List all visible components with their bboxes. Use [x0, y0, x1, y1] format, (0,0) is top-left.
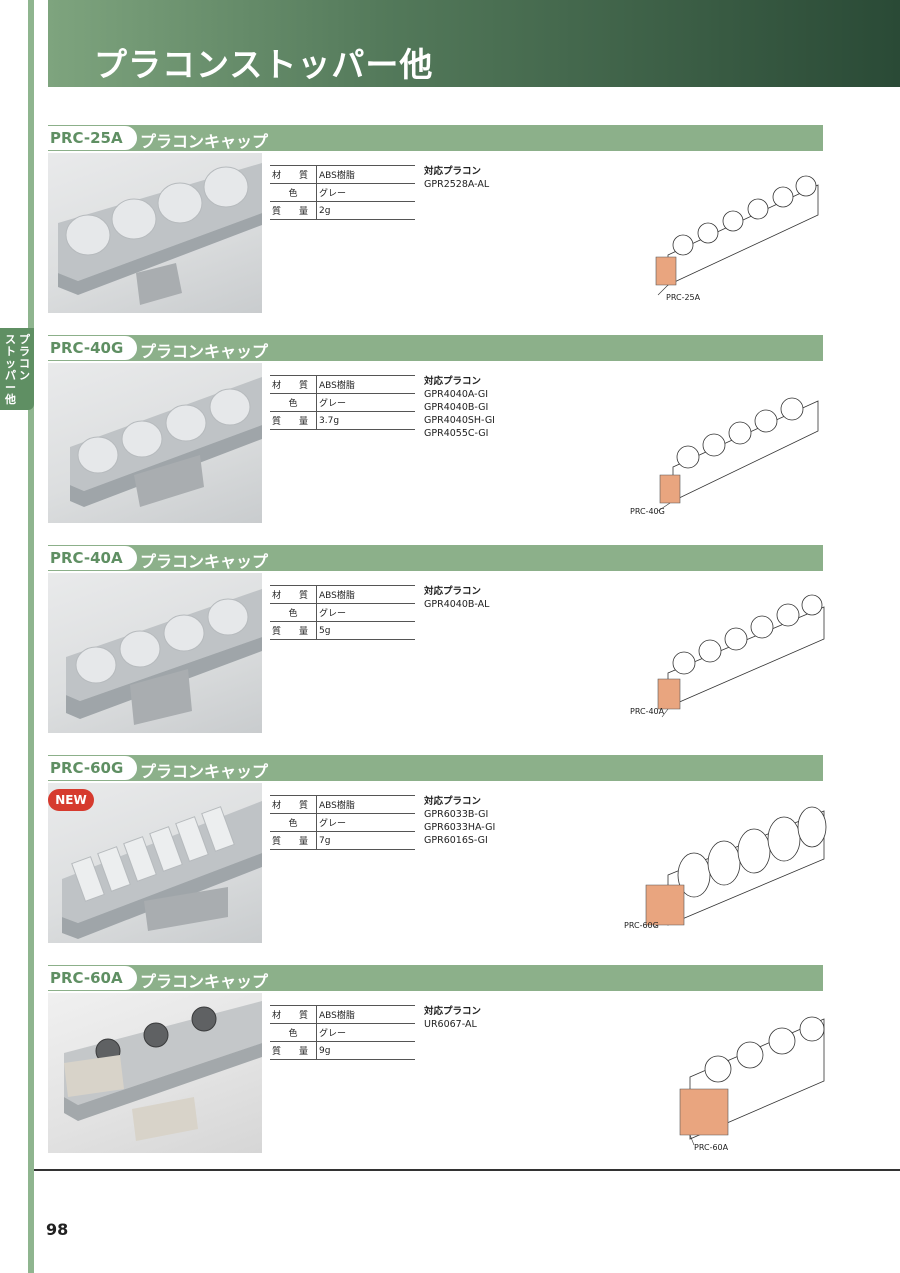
spec-key-material: 材 質 — [272, 801, 309, 811]
compat-list: 対応プラコン GPR4040B-AL — [424, 585, 489, 611]
spec-weight: 7g — [316, 831, 415, 850]
spec-key-material: 材 質 — [272, 591, 309, 601]
product-name: プラコンキャップ — [140, 762, 269, 781]
spec-material: ABS樹脂 — [316, 375, 415, 394]
product-photo — [48, 363, 262, 523]
spec-weight: 2g — [316, 201, 415, 220]
product-photo — [48, 573, 262, 733]
product-photo — [48, 993, 262, 1153]
new-badge: NEW — [48, 789, 94, 811]
compat-item: GPR4040SH-GI — [424, 415, 495, 426]
compat-list: 対応プラコン GPR2528A-AL — [424, 165, 489, 191]
spec-key-weight: 質 量 — [272, 417, 309, 427]
spec-color: グレー — [316, 183, 415, 202]
compat-item: GPR4040A-GI — [424, 389, 489, 400]
product-photo — [48, 153, 262, 313]
compat-item: GPR4040B-GI — [424, 402, 489, 413]
compat-list: 対応プラコン UR6067-AL — [424, 1005, 481, 1031]
product-name: プラコンキャップ — [140, 552, 269, 571]
side-tab-label-2: ストッパー他 — [5, 333, 16, 406]
footer-divider — [34, 1169, 900, 1171]
product-section: PRC-60A プラコンキャップ 材 質 ABS樹脂 色 グレー 質 量 9g 対応プ… — [48, 965, 825, 1165]
product-drawing: PRC-60A — [628, 985, 828, 1155]
product-code: PRC-40G — [48, 336, 138, 360]
product-code: PRC-40A — [48, 546, 137, 570]
spec-key-color: 色 — [288, 819, 298, 829]
spec-material: ABS樹脂 — [316, 795, 415, 814]
spec-color: グレー — [316, 813, 415, 832]
spec-material: ABS樹脂 — [316, 585, 415, 604]
compat-list: 対応プラコン GPR4040A-GI GPR4040B-GI GPR4040SH… — [424, 375, 495, 440]
compat-title: 対応プラコン — [424, 166, 482, 177]
spec-key-color: 色 — [288, 399, 298, 409]
section-bar: PRC-25A プラコンキャップ — [48, 125, 823, 151]
compat-item: GPR6016S-GI — [424, 835, 488, 846]
drawing-label: PRC-25A — [666, 293, 701, 302]
page-header: プラコンストッパー他 — [48, 0, 900, 87]
spec-table: 材 質 ABS樹脂 色 グレー 質 量 3.7g — [270, 375, 415, 430]
section-bar: PRC-40G プラコンキャップ — [48, 335, 823, 361]
product-photo — [48, 783, 262, 943]
compat-title: 対応プラコン — [424, 1006, 482, 1017]
compat-item: GPR2528A-AL — [424, 179, 490, 190]
spec-material: ABS樹脂 — [316, 1005, 415, 1024]
spec-key-material: 材 質 — [272, 1011, 309, 1021]
spec-key-color: 色 — [288, 609, 298, 619]
compat-item: GPR4040B-AL — [424, 599, 490, 610]
side-bar — [28, 0, 34, 1273]
spec-table: 材 質 ABS樹脂 色 グレー 質 量 5g — [270, 585, 415, 640]
section-bar: PRC-40A プラコンキャップ — [48, 545, 823, 571]
product-code: PRC-60G — [48, 756, 138, 780]
spec-table: 材 質 ABS樹脂 色 グレー 質 量 9g — [270, 1005, 415, 1060]
side-tab-label-1: プラコン — [19, 333, 30, 382]
product-section: PRC-60G プラコンキャップ NEW 材 質 ABS樹脂 色 グレー 質 量 7g… — [48, 755, 827, 955]
spec-key-color: 色 — [288, 189, 298, 199]
page-number: 98 — [46, 1220, 69, 1239]
spec-color: グレー — [316, 603, 415, 622]
spec-key-weight: 質 量 — [272, 837, 309, 847]
drawing-label: PRC-40G — [630, 507, 665, 516]
compat-title: 対応プラコン — [424, 376, 482, 387]
compat-list: 対応プラコン GPR6033B-GI GPR6033HA-GI GPR6016S… — [424, 795, 495, 847]
spec-key-weight: 質 量 — [272, 207, 309, 217]
product-name: プラコンキャップ — [140, 972, 269, 991]
product-drawing: PRC-40G — [628, 355, 828, 525]
spec-material: ABS樹脂 — [316, 165, 415, 184]
compat-title: 対応プラコン — [424, 796, 482, 807]
compat-item: GPR6033HA-GI — [424, 822, 496, 833]
product-section: PRC-25A プラコンキャップ 材 質 ABS樹脂 色 グレー 質 量 2g 対応プ… — [48, 125, 823, 325]
product-drawing: PRC-60G — [624, 775, 828, 945]
spec-weight: 5g — [316, 621, 415, 640]
drawing-label: PRC-60A — [694, 1143, 729, 1152]
product-section: PRC-40G プラコンキャップ 材 質 ABS樹脂 色 グレー 質 量 3.7g 対… — [48, 335, 823, 535]
compat-item: GPR4055C-GI — [424, 428, 489, 439]
page-title: プラコンストッパー他 — [94, 45, 434, 84]
spec-key-weight: 質 量 — [272, 1047, 309, 1057]
product-drawing: PRC-25A — [628, 145, 828, 315]
compat-title: 対応プラコン — [424, 586, 482, 597]
spec-weight: 3.7g — [316, 411, 415, 430]
product-section: PRC-40A プラコンキャップ 材 質 ABS樹脂 色 グレー 質 量 5g 対応プ… — [48, 545, 825, 745]
spec-color: グレー — [316, 1023, 415, 1042]
product-drawing: PRC-40A — [628, 565, 828, 735]
spec-key-material: 材 質 — [272, 171, 309, 181]
compat-item: UR6067-AL — [424, 1019, 477, 1030]
spec-table: 材 質 ABS樹脂 色 グレー 質 量 7g — [270, 795, 415, 850]
product-name: プラコンキャップ — [140, 342, 269, 361]
drawing-label: PRC-60G — [624, 921, 659, 930]
product-code: PRC-60A — [48, 966, 137, 990]
spec-key-color: 色 — [288, 1029, 298, 1039]
section-bar: PRC-60G プラコンキャップ — [48, 755, 823, 781]
compat-item: GPR6033B-GI — [424, 809, 489, 820]
spec-table: 材 質 ABS樹脂 色 グレー 質 量 2g — [270, 165, 415, 220]
product-name: プラコンキャップ — [140, 132, 269, 151]
product-code: PRC-25A — [48, 126, 137, 150]
section-bar: PRC-60A プラコンキャップ — [48, 965, 823, 991]
spec-key-weight: 質 量 — [272, 627, 309, 637]
spec-weight: 9g — [316, 1041, 415, 1060]
side-tab: プラコン ストッパー他 — [0, 328, 34, 410]
spec-key-material: 材 質 — [272, 381, 309, 391]
spec-color: グレー — [316, 393, 415, 412]
drawing-label: PRC-40A — [630, 707, 665, 716]
